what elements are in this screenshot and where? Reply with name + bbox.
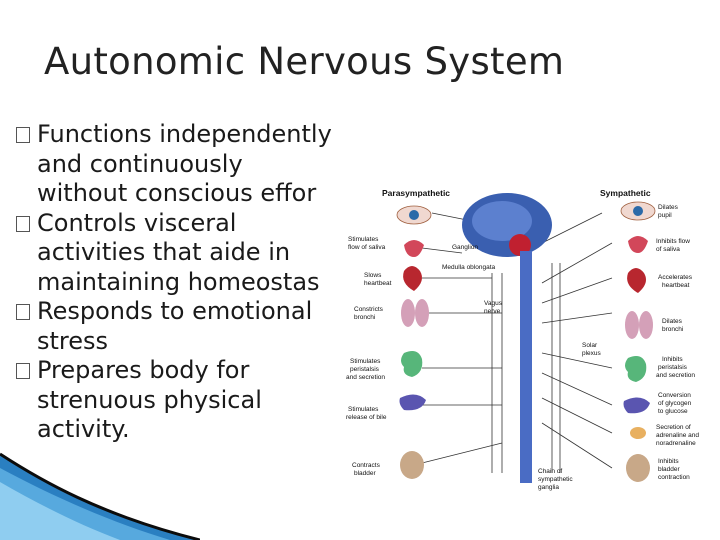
spinal-cord-icon <box>520 251 532 483</box>
svg-text:bladder: bladder <box>658 466 681 473</box>
bullet-line: without conscious effor <box>37 179 317 207</box>
svg-text:sympathetic: sympathetic <box>538 476 573 483</box>
label-solar-plexus: Solar <box>582 342 598 349</box>
svg-text:flow of saliva: flow of saliva <box>348 244 386 251</box>
label-vagus-nerve: Vagus <box>484 300 503 307</box>
label-inhibits-bladder: Inhibits <box>658 458 679 465</box>
bullet-line: activities that aide in <box>37 238 291 266</box>
bullet-list: Functions independently and continuously… <box>16 120 356 445</box>
label-stimulates-saliva: Stimulates <box>348 236 379 243</box>
bullet-line: maintaining homeostas <box>37 267 320 296</box>
brainstem-icon <box>509 234 531 256</box>
label-medulla: Medulla oblongata <box>442 264 496 271</box>
label-stimulates-bile: Stimulates <box>348 406 379 413</box>
bullet-item: Controls visceral activities that aide i… <box>16 209 356 298</box>
label-adrenaline-secretion: Secretion of <box>656 424 691 431</box>
svg-text:plexus: plexus <box>582 350 602 357</box>
svg-text:adrenaline and: adrenaline and <box>656 432 699 439</box>
label-accelerates-heartbeat: Accelerates <box>658 274 693 281</box>
svg-text:nerve: nerve <box>484 308 501 315</box>
svg-text:and secretion: and secretion <box>346 374 385 381</box>
diagram-header-left: Parasympathetic <box>382 188 450 198</box>
bullet-line: Controls visceral <box>37 208 237 237</box>
bullet-box-icon <box>16 215 30 232</box>
bladder-icon <box>626 454 650 482</box>
bullet-line: activity. <box>37 415 130 443</box>
bladder-icon <box>400 451 424 479</box>
bullet-item: Functions independently and continuously… <box>16 120 356 209</box>
bullet-line: strenuous physical <box>37 385 262 414</box>
label-slows-heartbeat: Slows <box>364 272 382 279</box>
bullet-line: Prepares body for <box>37 356 250 384</box>
svg-text:of saliva: of saliva <box>656 246 680 253</box>
stomach-icon <box>625 356 647 382</box>
svg-text:bladder: bladder <box>354 470 377 477</box>
label-dilates-pupil: Dilates <box>658 204 679 211</box>
svg-text:of glycogen: of glycogen <box>658 400 692 407</box>
svg-text:release of bile: release of bile <box>346 414 387 421</box>
svg-text:and secretion: and secretion <box>656 372 695 379</box>
bullet-item: Prepares body for strenuous physical act… <box>16 356 356 445</box>
diagram-svg: Parasympathetic Sympathetic <box>346 188 699 491</box>
salivary-gland-icon <box>628 236 648 253</box>
diagram-header-right: Sympathetic <box>600 188 651 198</box>
svg-text:to glucose: to glucose <box>658 408 688 415</box>
label-stimulates-peristalsis: Stimulates <box>350 358 381 365</box>
svg-text:bronchi: bronchi <box>354 314 375 321</box>
svg-text:noradrenaline: noradrenaline <box>656 440 696 447</box>
heart-icon <box>627 268 646 293</box>
bullet-box-icon <box>16 363 30 379</box>
liver-icon <box>399 394 426 411</box>
svg-text:ganglia: ganglia <box>538 484 559 491</box>
bullet-line: stress <box>37 326 109 355</box>
nerve-lines <box>421 212 613 473</box>
svg-text:contraction: contraction <box>658 474 690 481</box>
heart-icon <box>403 266 422 291</box>
label-chain-ganglia: Chain of <box>538 468 562 475</box>
lungs-icon <box>401 299 415 327</box>
svg-text:pupil: pupil <box>658 212 672 219</box>
slide-title: Autonomic Nervous System <box>44 40 565 83</box>
label-constricts-bronchi: Constricts <box>354 306 384 313</box>
svg-text:heartbeat: heartbeat <box>662 282 690 289</box>
corner-swoosh-decoration <box>0 452 200 540</box>
svg-text:peristalsis: peristalsis <box>658 364 688 371</box>
label-glycogen-conversion: Conversion <box>658 392 691 399</box>
bullet-item: Responds to emotional stress <box>16 297 356 356</box>
autonomic-diagram: Parasympathetic Sympathetic <box>342 183 720 495</box>
label-ganglion: Ganglion <box>452 244 478 251</box>
lungs-icon <box>625 311 639 339</box>
svg-text:peristalsis: peristalsis <box>350 366 380 373</box>
label-inhibits-peristalsis: Inhibits <box>662 356 683 363</box>
salivary-gland-icon <box>404 240 424 257</box>
label-inhibits-saliva: Inhibits flow <box>656 238 690 245</box>
svg-text:bronchi: bronchi <box>662 326 683 333</box>
bullet-box-icon <box>16 127 30 143</box>
bullet-line: Responds to emotional <box>37 297 313 325</box>
bullet-box-icon <box>16 304 30 320</box>
label-contracts-bladder: Contracts <box>352 462 381 469</box>
bullet-line: and continuously <box>37 149 243 178</box>
label-dilates-bronchi: Dilates <box>662 318 683 325</box>
svg-text:heartbeat: heartbeat <box>364 280 392 287</box>
stomach-icon <box>401 351 423 377</box>
adrenal-gland-icon <box>630 427 646 439</box>
bullet-line: Functions independently <box>37 120 332 148</box>
liver-icon <box>623 397 650 414</box>
